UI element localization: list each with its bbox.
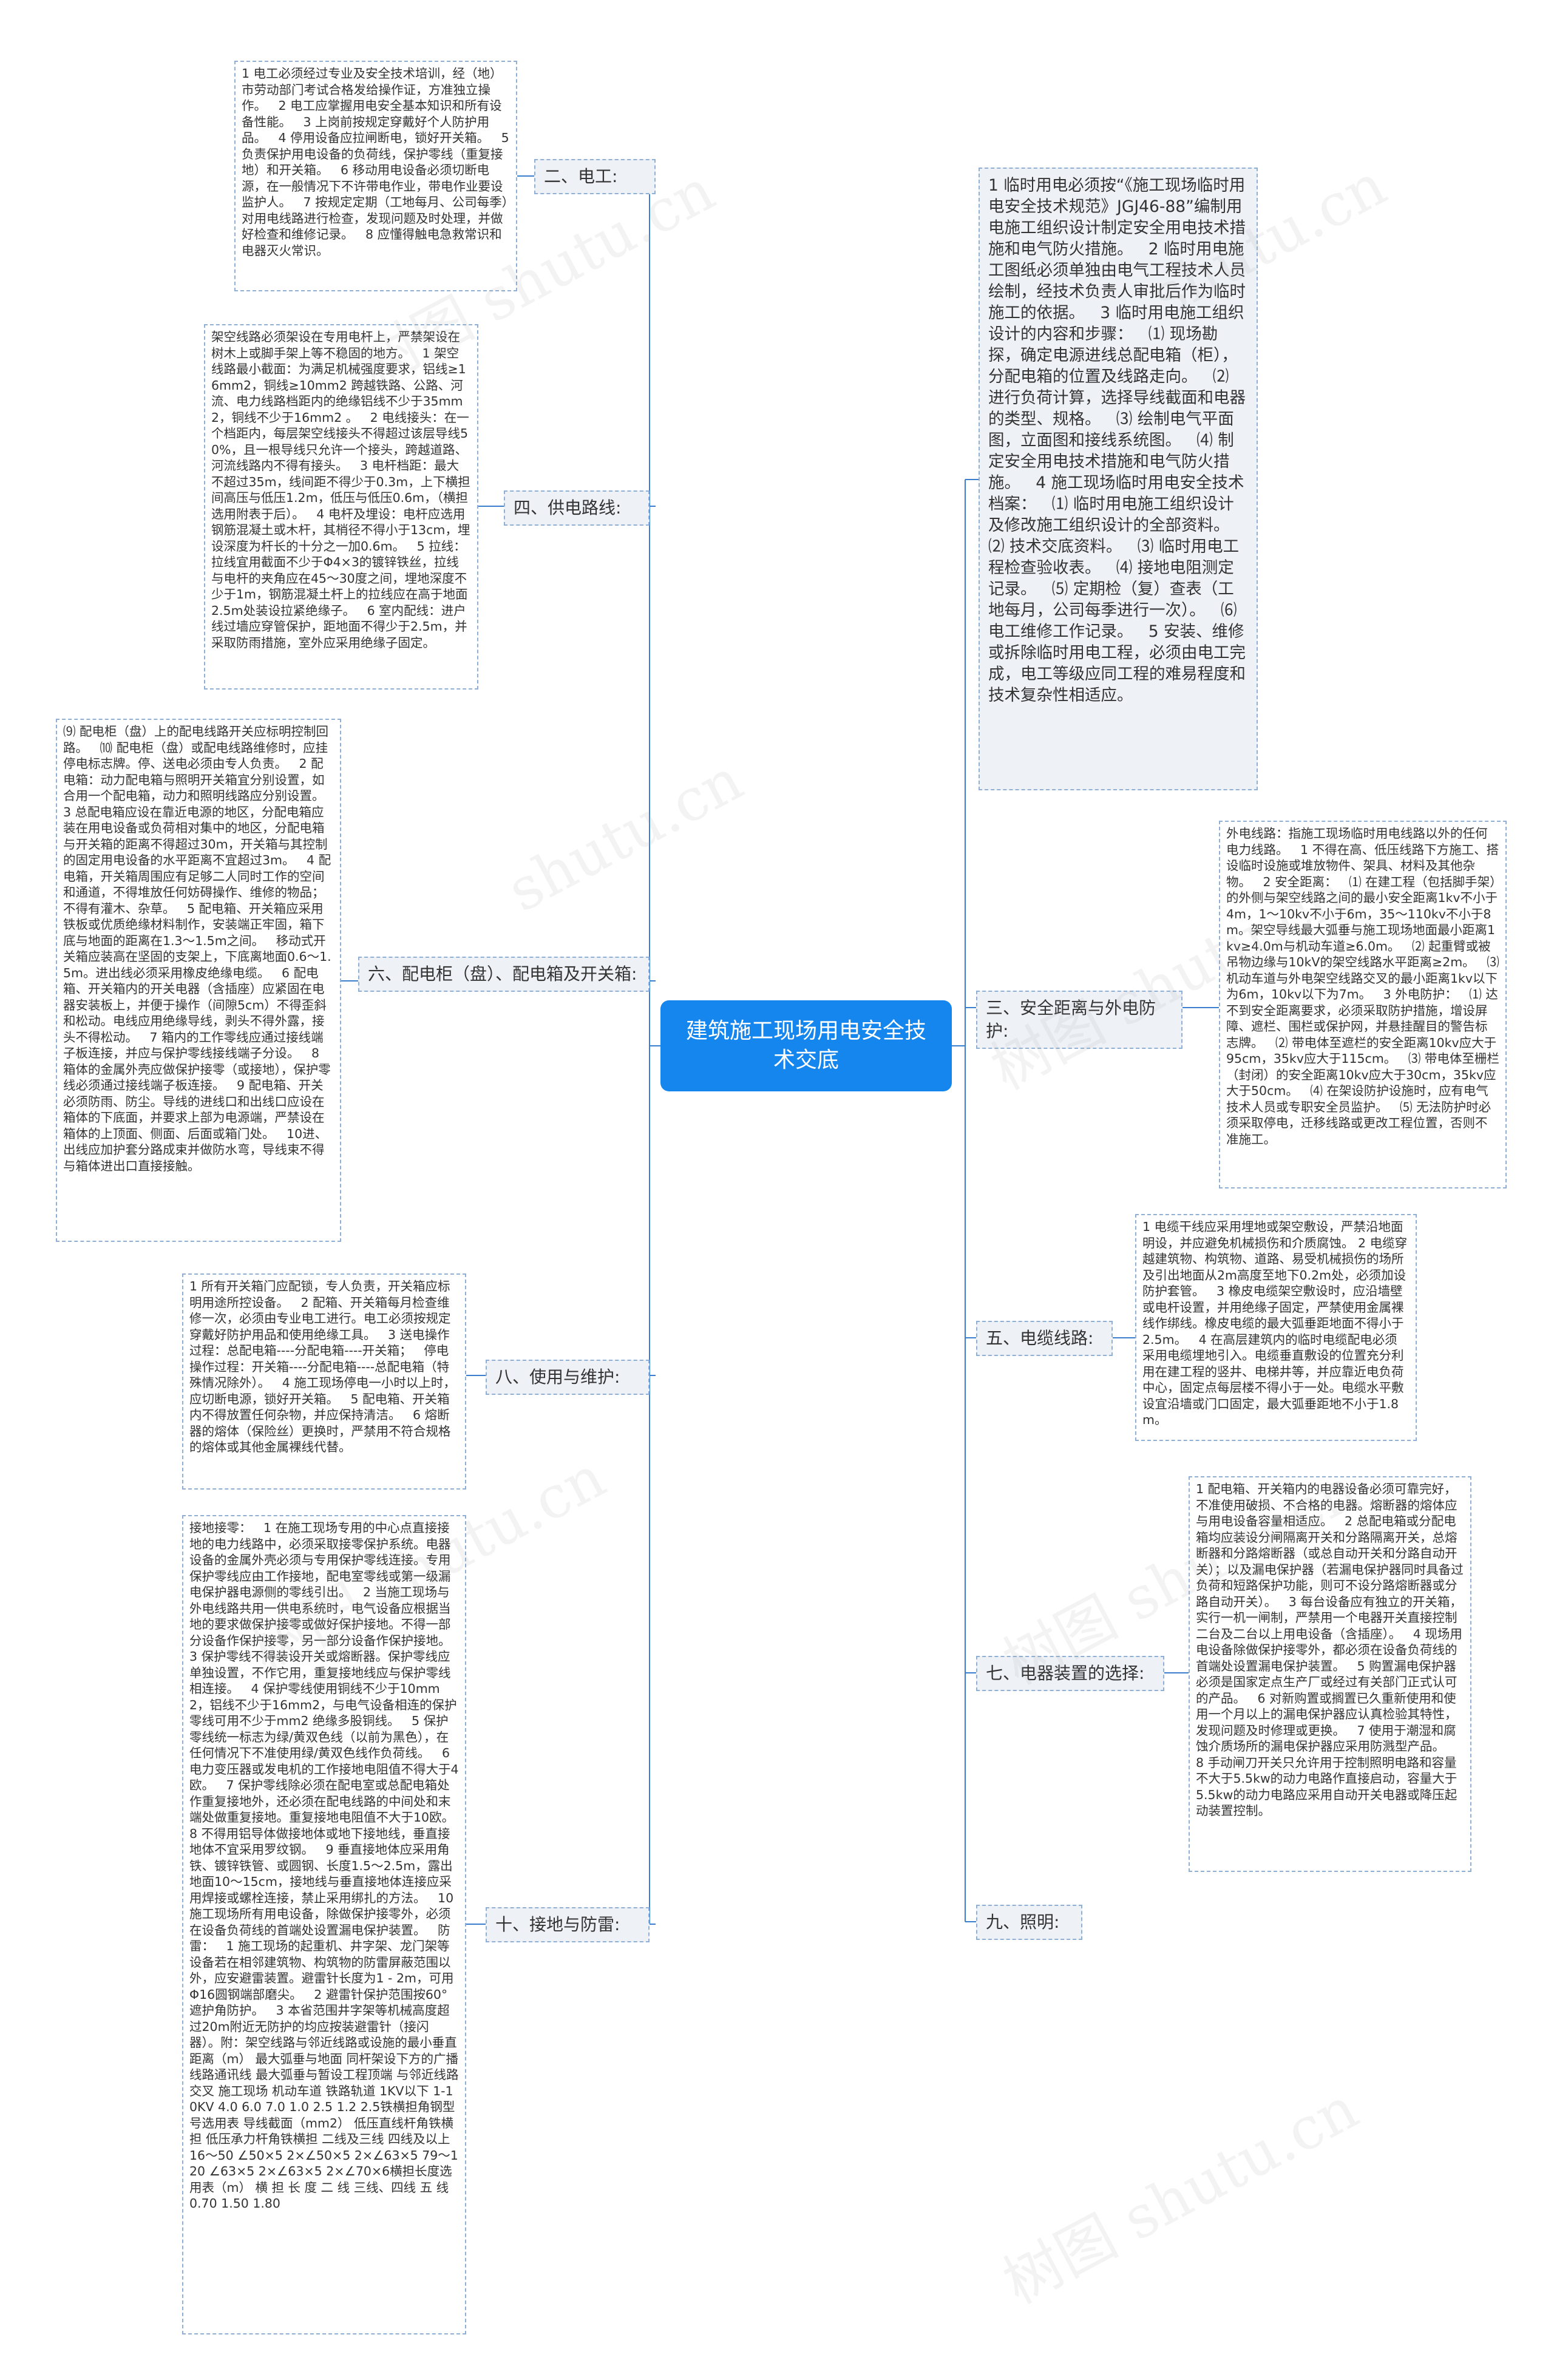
branch-use-maintenance[interactable]: 八、使用与维护: (486, 1360, 650, 1395)
branch-electrician[interactable]: 二、电工: (534, 159, 656, 194)
branch-supply-line[interactable]: 四、供电路线: (504, 490, 650, 526)
leaf-supply-line-text: 架空线路必须架设在专用电杆上，严禁架设在树木上或脚手架上等不稳固的地方。 1 架… (204, 324, 478, 690)
central-topic[interactable]: 建筑施工现场用电安全技术交底 (660, 1000, 952, 1091)
leaf-use-maintenance-text: 1 所有开关箱门应配锁，专人负责，开关箱应标明用途所控设备。 2 配箱、开关箱每… (182, 1273, 466, 1490)
leaf-general-requirements: 1 临时用电必须按“《施工现场临时用电安全技术规范》JGJ46-88”编制用电施… (979, 168, 1258, 790)
leaf-electrician-text: 1 电工必须经过专业及安全技术培训，经（地）市劳动部门考试合格发给操作证，方准独… (234, 61, 517, 291)
branch-grounding-lightning[interactable]: 十、接地与防雷: (486, 1907, 650, 1942)
leaf-cable-line-text: 1 电缆干线应采用埋地或架空敷设，严禁沿地面明设，并应避免机械损伤和介质腐蚀。 … (1135, 1214, 1417, 1441)
branch-safety-distance[interactable]: 三、安全距离与外电防护: (976, 991, 1182, 1049)
branch-electrical-devices[interactable]: 七、电器装置的选择: (976, 1656, 1164, 1691)
leaf-grounding-text: 接地接零： 1 在施工现场专用的中心点直接接地的电力线路中，必须采取接零保护系统… (182, 1515, 466, 2334)
leaf-electrical-devices-text: 1 配电箱、开关箱内的电器设备必须可靠完好，不准使用破损、不合格的电器。熔断器的… (1189, 1476, 1471, 1872)
branch-lighting[interactable]: 九、照明: (976, 1905, 1082, 1940)
branch-distribution-boxes[interactable]: 六、配电柜（盘）、配电箱及开关箱: (358, 957, 650, 992)
leaf-distribution-text: ⑼ 配电柜（盘）上的配电线路开关应标明控制回路。 ⑽ 配电柜（盘）或配电线路维修… (56, 719, 341, 1242)
branch-cable-line[interactable]: 五、电缆线路: (976, 1321, 1113, 1356)
leaf-safety-distance-text: 外电线路：指施工现场临时用电线路以外的任何电力线路。 1 不得在高、低压线路下方… (1219, 821, 1507, 1188)
